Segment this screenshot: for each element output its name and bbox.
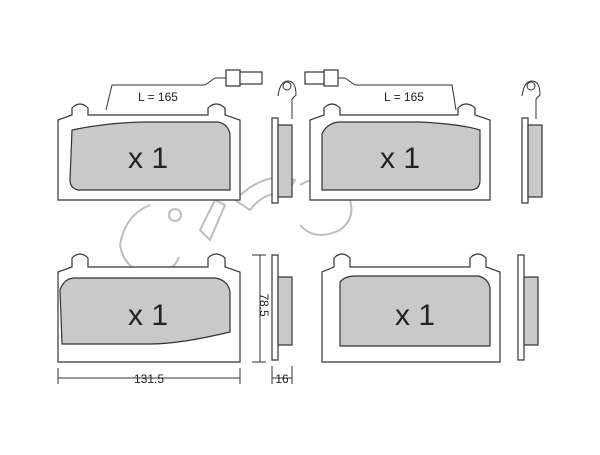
pad-bottom-left: x 1 <box>57 253 293 363</box>
side-view-bottom-left <box>271 254 293 361</box>
dimension-height: 78.5 <box>252 254 271 363</box>
pad-bottom-right-quantity: x 1 <box>395 299 435 332</box>
side-view-top-left <box>271 80 297 204</box>
wire-label-top-left: L = 165 <box>138 90 178 104</box>
connector-body-top-right <box>304 71 325 85</box>
side-view-bottom-right <box>517 254 539 361</box>
connector-top-left <box>225 69 241 87</box>
wire-label-top-right: L = 165 <box>384 90 424 104</box>
dimension-height-label: 78.5 <box>257 293 271 317</box>
pad-top-left-quantity: x 1 <box>128 142 168 175</box>
side-view-top-right <box>521 80 543 204</box>
pad-bottom-left-quantity: x 1 <box>128 299 168 332</box>
pad-bottom-right: x 1 <box>321 253 539 363</box>
connector-body-top-left <box>239 71 263 85</box>
dimension-width: 131.5 <box>57 368 241 386</box>
pad-top-right: x 1 L = 165 <box>304 69 543 204</box>
dimension-width-label: 131.5 <box>134 372 164 386</box>
wire-top-right <box>338 77 457 111</box>
dimension-thickness-label: 16 <box>275 372 289 386</box>
pad-top-left: x 1 L = 165 <box>57 69 297 204</box>
wire-top-left <box>105 77 226 111</box>
pad-top-right-quantity: x 1 <box>380 142 420 175</box>
connector-top-right <box>323 69 339 87</box>
dimension-thickness: 16 <box>271 366 293 386</box>
